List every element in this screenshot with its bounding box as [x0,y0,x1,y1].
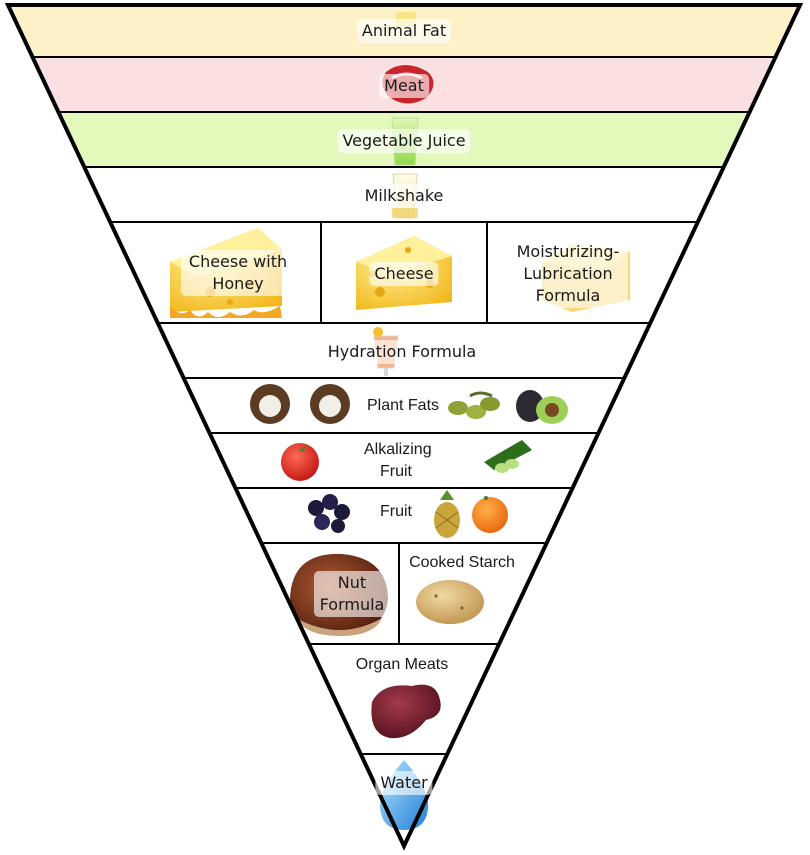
pineapple-icon [434,490,460,538]
tier-label: Organ Meats [355,656,449,673]
tier-label: Moisturizing-Lubrication Formula [508,240,628,308]
tier-label: Animal Fat [356,19,452,43]
tier-label: Nut Formula [314,571,390,617]
tier-label: Cheese with Honey [181,250,295,296]
coconut-icon [310,384,350,424]
tier-label: Vegetable Juice [337,129,471,153]
tier-dividers [4,2,804,851]
tier-band [183,378,625,433]
tier-label: Meat [379,74,429,98]
potato-icon [416,580,484,624]
tier-label: Alkalizing Fruit [364,441,432,480]
tier-label: Cheese [369,262,439,286]
avocado-icon [516,390,568,424]
tier-label: Cooked Starch [409,554,515,571]
tomato-icon [281,443,319,481]
cucumber-icon [484,440,532,473]
tier-label: Fruit [380,503,412,520]
liver-icon [371,684,441,739]
olives-icon [448,391,500,419]
tier-label: Hydration Formula [322,340,482,364]
pyramid-outline [4,2,804,851]
tier-label: Milkshake [359,184,449,208]
orange-icon [472,496,508,533]
tier-label: Water [375,771,433,795]
coconut-icon [250,384,290,424]
tier-label: Plant Fats [366,397,440,414]
blackberries-icon [308,494,350,533]
